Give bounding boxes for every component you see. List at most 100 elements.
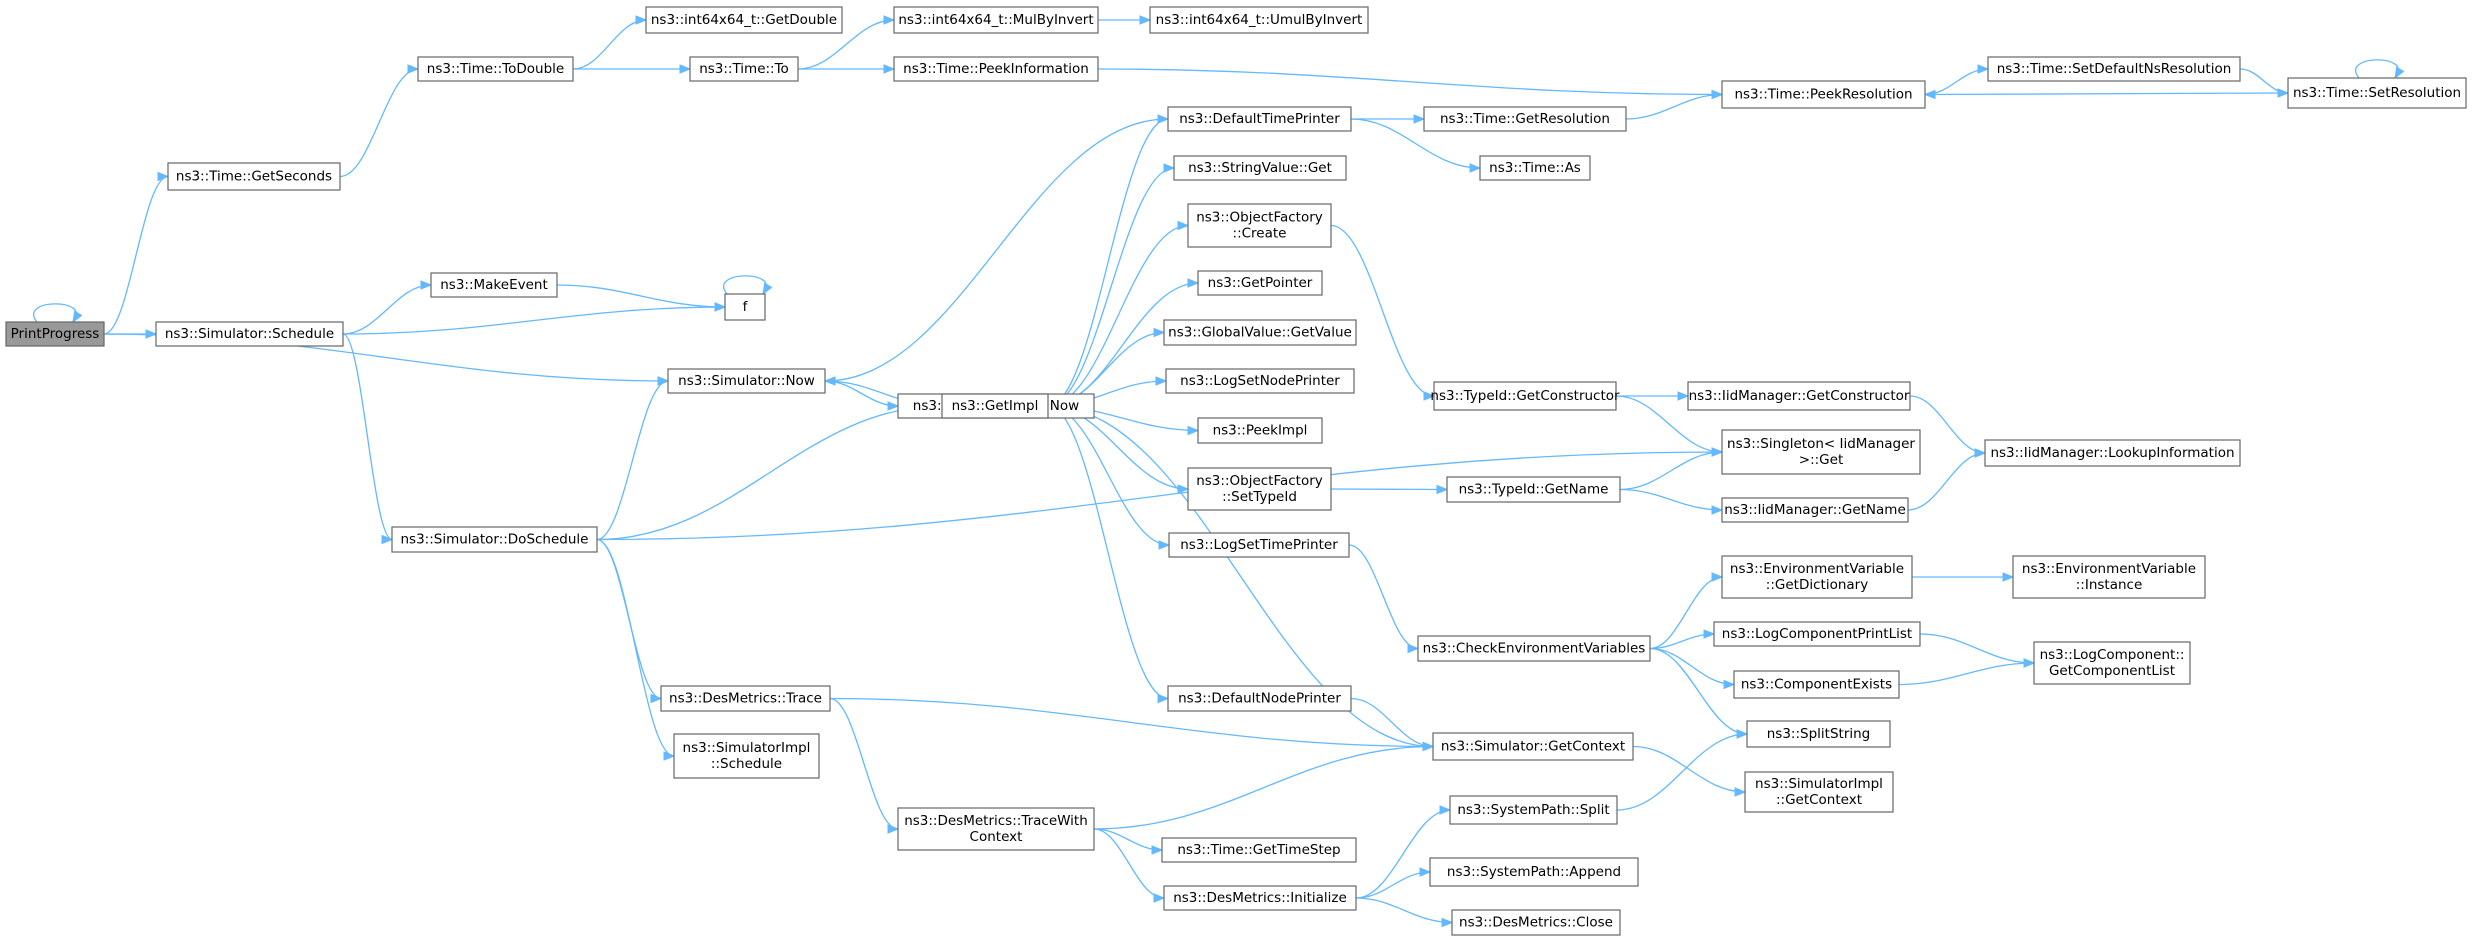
edge-sim-schedule-to-makeevent xyxy=(342,280,433,335)
edge-checkenv-to-componentexists xyxy=(1649,647,1736,690)
node-envvar-getdict[interactable]: ns3::EnvironmentVariable::GetDictionary xyxy=(1721,555,1913,599)
node-defaultnodeprinter[interactable]: ns3::DefaultNodePrinter xyxy=(1167,685,1352,712)
edge-arrowhead xyxy=(1923,89,1936,100)
node-peekimpl[interactable]: ns3::PeekImpl xyxy=(1197,417,1323,444)
node-logcomponentprintlist[interactable]: ns3::LogComponentPrintList xyxy=(1713,621,1921,647)
node-label: ns3::Singleton< IidManager xyxy=(1727,436,1915,452)
edge-checkenv-to-logcomponentprintlist xyxy=(1649,629,1716,650)
node-gettime-seconds[interactable]: ns3::Time::GetSeconds xyxy=(167,162,341,191)
node-logcomponent-getlist[interactable]: ns3::LogComponent::GetComponentList xyxy=(2033,641,2191,685)
edge-arrowhead xyxy=(2394,66,2405,80)
node-envvar-instance[interactable]: ns3::EnvironmentVariable::Instance xyxy=(2012,555,2206,599)
node-sim-schedule[interactable]: ns3::Simulator::Schedule xyxy=(155,321,344,347)
node-logsetnodeprinter[interactable]: ns3::LogSetNodePrinter xyxy=(1165,368,1355,394)
edge-envvar-getdict-to-envvar-instance xyxy=(1912,572,2015,582)
edge-arrowhead xyxy=(420,280,433,290)
edge-arrowhead xyxy=(1158,540,1171,550)
edge-line xyxy=(723,275,767,295)
node-peekinformation[interactable]: ns3::Time::PeekInformation xyxy=(893,56,1099,82)
node-box xyxy=(1167,106,1352,132)
node-setresolution[interactable]: ns3::Time::SetResolution xyxy=(2287,77,2467,109)
node-objfactory-create[interactable]: ns3::ObjectFactory::Create xyxy=(1187,203,1332,248)
edge-arrowhead xyxy=(762,282,773,296)
node-getresolution[interactable]: ns3::Time::GetResolution xyxy=(1423,106,1627,132)
node-iid-getname[interactable]: ns3::IidManager::GetName xyxy=(1721,497,1909,523)
node-setdefaultns[interactable]: ns3::Time::SetDefaultNsResolution xyxy=(1987,56,2241,82)
edge-logcomponentprintlist-to-logcomponent-getlist xyxy=(1919,633,2036,668)
node-objfactory-settypeid[interactable]: ns3::ObjectFactory::SetTypeId xyxy=(1187,467,1332,511)
edge-arrowhead xyxy=(1423,391,1436,401)
node-simimpl-schedule[interactable]: ns3::SimulatorImpl::Schedule xyxy=(673,733,820,779)
node-box xyxy=(1173,155,1347,181)
node-desmetrics-close[interactable]: ns3::DesMetrics::Close xyxy=(1451,909,1621,936)
edge-arrowhead xyxy=(1157,693,1170,704)
node-systempath-append[interactable]: ns3::SystemPath::Append xyxy=(1429,857,1639,887)
edge-getimpl-to-stringvalue-get xyxy=(1047,163,1176,407)
node-sim-doschedule[interactable]: ns3::Simulator::DoSchedule xyxy=(391,526,598,553)
node-label: ns3::SplitString xyxy=(1767,726,1871,742)
node-f[interactable]: f xyxy=(724,293,766,321)
edge-arrowhead xyxy=(1439,805,1452,815)
node-label: ::SetTypeId xyxy=(1222,489,1297,505)
node-iid-getconstructor[interactable]: ns3::IidManager::GetConstructor xyxy=(1687,381,1911,411)
node-componentexists[interactable]: ns3::ComponentExists xyxy=(1733,670,1900,699)
edge-arrowhead xyxy=(1711,572,1724,582)
node-iid-lookup[interactable]: ns3::IidManager::LookupInformation xyxy=(1984,439,2241,467)
node-label: ns3::DesMetrics::Initialize xyxy=(1173,890,1347,906)
edge-defaulttimeprinter-to-sim-now xyxy=(823,118,1169,386)
node-time-as[interactable]: ns3::Time::As xyxy=(1479,155,1591,181)
node-label: ns3::int64x64_t::UmulByInvert xyxy=(1156,12,1363,28)
edge-arrowhead xyxy=(1139,15,1152,25)
edge-line xyxy=(824,380,899,407)
node-label: ::GetContext xyxy=(1776,792,1862,808)
edge-layer xyxy=(33,15,2405,928)
edge-todouble-to-time-to xyxy=(573,64,692,74)
node-time-to[interactable]: ns3::Time::To xyxy=(689,56,799,82)
node-typeid-getname[interactable]: ns3::TypeId::GetName xyxy=(1446,476,1621,503)
edge-arrowhead xyxy=(1977,64,1990,74)
node-systempath-split[interactable]: ns3::SystemPath::Split xyxy=(1449,795,1618,825)
node-getimpl[interactable]: ns3::GetImpl xyxy=(941,393,1049,419)
node-label: ns3::Simulator::GetContext xyxy=(1441,739,1625,755)
node-singleton-get[interactable]: ns3::Singleton< IidManager >::Get xyxy=(1721,429,1921,475)
node-makeevent[interactable]: ns3::MakeEvent xyxy=(430,272,558,298)
edge-arrowhead xyxy=(1677,391,1690,401)
node-simimpl-getcontext[interactable]: ns3::SimulatorImpl::GetContext xyxy=(1744,771,1894,813)
edge-systempath-split-to-splitstring xyxy=(1616,729,1749,811)
node-label: ns3::SystemPath::Split xyxy=(1457,802,1609,818)
node-typeid-getconstructor[interactable]: ns3::TypeId::GetConstructor xyxy=(1430,381,1620,411)
node-globalvalue-getvalue[interactable]: ns3::GlobalValue::GetValue xyxy=(1163,319,1357,346)
edge-arrowhead xyxy=(2002,572,2015,582)
edge-arrowhead xyxy=(1436,484,1449,495)
node-desmetrics-trace[interactable]: ns3::DesMetrics::Trace xyxy=(660,685,831,712)
node-splitstring[interactable]: ns3::SplitString xyxy=(1746,720,1891,748)
node-box xyxy=(5,321,105,347)
edge-arrowhead xyxy=(883,15,896,25)
node-gettimestep[interactable]: ns3::Time::GetTimeStep xyxy=(1161,837,1357,863)
node-umulbyinvert[interactable]: ns3::int64x64_t::UmulByInvert xyxy=(1149,6,1369,34)
node-desmetrics-init[interactable]: ns3::DesMetrics::Initialize xyxy=(1163,885,1357,911)
node-sim-getcontext[interactable]: ns3::Simulator::GetContext xyxy=(1432,732,1634,761)
node-peekresolution[interactable]: ns3::Time::PeekResolution xyxy=(1721,80,1926,109)
node-label: ns3::Time::GetSeconds xyxy=(176,169,332,185)
node-label: ::Create xyxy=(1233,226,1287,242)
node-printprogress[interactable]: PrintProgress xyxy=(5,321,105,347)
node-mulbyinvert[interactable]: ns3::int64x64_t::MulByInvert xyxy=(893,6,1099,34)
edge-peekresolution-to-setdefaultns xyxy=(1924,64,1990,96)
node-logsettimeprinter[interactable]: ns3::LogSetTimePrinter xyxy=(1168,532,1350,558)
node-box xyxy=(667,368,826,394)
node-getdouble[interactable]: ns3::int64x64_t::GetDouble xyxy=(645,6,843,34)
node-todouble[interactable]: ns3::Time::ToDouble xyxy=(417,56,574,82)
node-label: Context xyxy=(970,829,1023,845)
node-getpointer[interactable]: ns3::GetPointer xyxy=(1197,270,1323,296)
edge-arrowhead xyxy=(1163,163,1176,173)
node-sim-now[interactable]: ns3::Simulator::Now xyxy=(667,368,826,394)
node-stringvalue-get[interactable]: ns3::StringValue::Get xyxy=(1173,155,1347,181)
node-defaulttimeprinter[interactable]: ns3::DefaultTimePrinter xyxy=(1167,106,1352,132)
edge-line xyxy=(1348,544,1419,650)
node-checkenv[interactable]: ns3::CheckEnvironmentVariables xyxy=(1417,635,1651,662)
edge-line xyxy=(1924,92,2289,96)
edge-line xyxy=(556,284,726,308)
node-box xyxy=(1163,319,1357,346)
